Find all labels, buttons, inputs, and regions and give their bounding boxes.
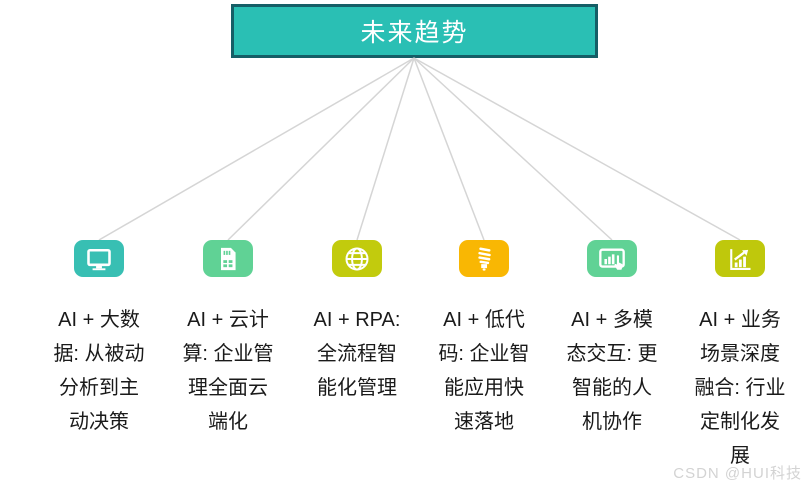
connector-line bbox=[98, 57, 415, 241]
connector-line bbox=[413, 57, 741, 241]
label-line: 码: 企业智 bbox=[438, 343, 530, 365]
label-line: AI + RPA: bbox=[313, 309, 401, 331]
globe-icon-tile bbox=[332, 240, 382, 277]
connector-line bbox=[227, 57, 415, 241]
label-line: 据: 从被动 bbox=[53, 343, 145, 365]
label-line: 智能的人 bbox=[572, 377, 652, 399]
node-label-low-code: AI + 低代 码: 企业智 能应用快 速落地 bbox=[417, 303, 551, 439]
label-line: 融合: 行业 bbox=[694, 377, 786, 399]
label-line: 速落地 bbox=[454, 411, 514, 433]
label-line: 定制化发 bbox=[700, 411, 780, 433]
label-line: 全流程智 bbox=[317, 343, 397, 365]
touch-presentation-icon bbox=[599, 248, 625, 270]
growth-chart-icon-tile bbox=[715, 240, 765, 277]
cfl-bulb-icon bbox=[478, 247, 491, 271]
node-label-multimodal: AI + 多模 态交互: 更 智能的人 机协作 bbox=[545, 303, 679, 439]
node-label-rpa: AI + RPA: 全流程智 能化管理 bbox=[290, 303, 424, 405]
label-line: 场景深度 bbox=[700, 343, 780, 365]
page-title: 未来趋势 bbox=[360, 19, 469, 47]
growth-chart-icon bbox=[730, 248, 751, 270]
connector-line bbox=[413, 57, 613, 241]
monitor-icon bbox=[87, 248, 111, 270]
connector-line bbox=[356, 57, 415, 241]
touch-presentation-icon-tile bbox=[587, 240, 637, 277]
label-line: 动决策 bbox=[69, 411, 129, 433]
globe-icon bbox=[345, 247, 369, 270]
label-line: 能化管理 bbox=[317, 377, 397, 399]
cfl-bulb-icon-tile bbox=[459, 240, 509, 277]
csdn-watermark: CSDN @HUI科技 bbox=[673, 465, 802, 482]
label-line: AI + 大数 bbox=[58, 309, 140, 331]
label-line: 机协作 bbox=[582, 411, 642, 433]
label-line: AI + 业务 bbox=[699, 309, 781, 331]
label-line: 理全面云 bbox=[188, 377, 268, 399]
label-line: AI + 低代 bbox=[443, 309, 525, 331]
label-line: 分析到主 bbox=[59, 377, 139, 399]
connector-line bbox=[413, 57, 485, 241]
label-line: 能应用快 bbox=[444, 377, 524, 399]
label-line: 端化 bbox=[208, 411, 248, 433]
label-line: 展 bbox=[730, 445, 750, 467]
sim-card-icon-tile bbox=[203, 240, 253, 277]
label-line: AI + 云计 bbox=[187, 309, 269, 331]
node-label-big-data: AI + 大数 据: 从被动 分析到主 动决策 bbox=[32, 303, 166, 439]
node-label-business-scenario: AI + 业务 场景深度 融合: 行业 定制化发 展 bbox=[673, 303, 807, 473]
title-box: 未来趋势 bbox=[231, 4, 598, 58]
label-line: AI + 多模 bbox=[571, 309, 653, 331]
label-line: 算: 企业管 bbox=[182, 343, 274, 365]
monitor-icon-tile bbox=[74, 240, 124, 277]
node-label-cloud: AI + 云计 算: 企业管 理全面云 端化 bbox=[161, 303, 295, 439]
sim-card-icon bbox=[221, 247, 236, 270]
label-line: 态交互: 更 bbox=[566, 343, 658, 365]
